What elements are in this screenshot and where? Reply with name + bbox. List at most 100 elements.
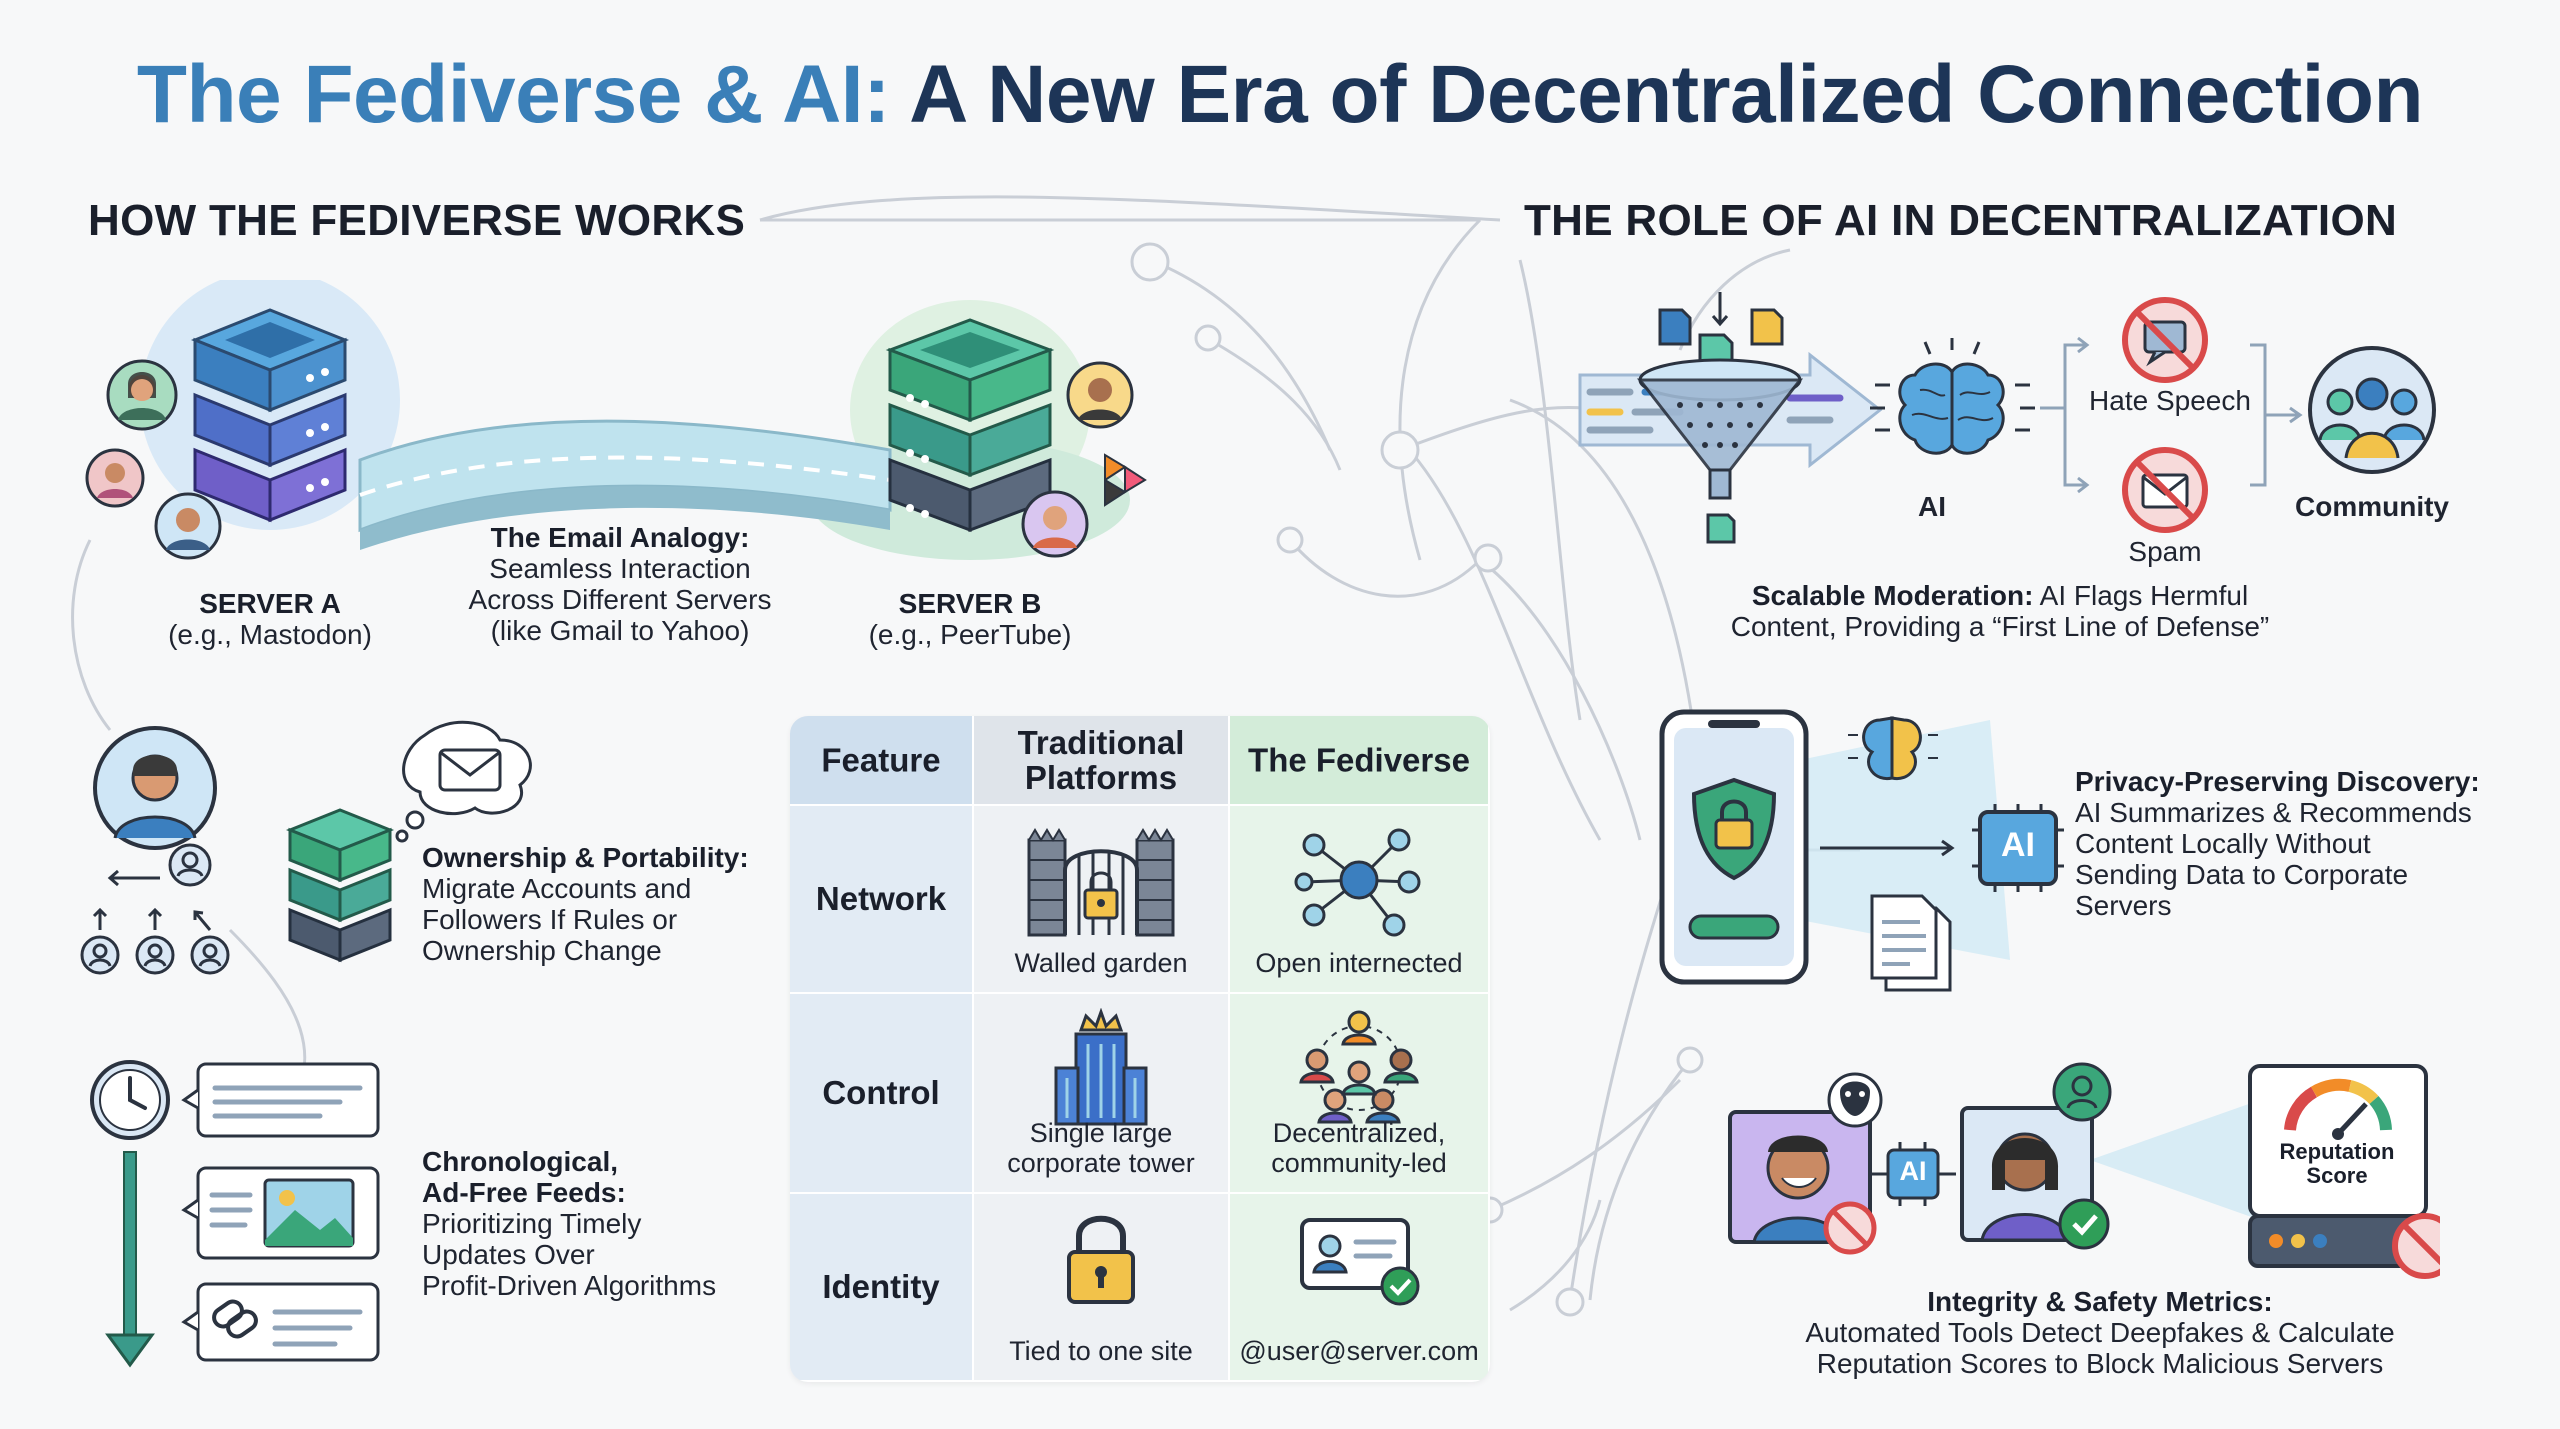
hate-speech-label: Hate Speech (2089, 385, 2251, 416)
filter-funnel-icon (1636, 358, 1804, 544)
federated-id-text: @user@server.com (1239, 1336, 1479, 1366)
avatar-user-a2 (85, 448, 145, 508)
cell-line: corporate tower (1007, 1148, 1195, 1178)
moderation-ai-label: AI (1918, 491, 1946, 522)
verified-profile-icon (1960, 1062, 2112, 1250)
server-a-name: SERVER A (199, 588, 341, 619)
ownership-line: Ownership Change (422, 935, 662, 966)
cell-line: Single large (1029, 1118, 1173, 1148)
privacy-illustration (1659, 709, 2064, 992)
ownership-text: Ownership & Portability: Migrate Account… (422, 842, 802, 966)
cell-line: community-led (1271, 1148, 1447, 1178)
table-cell-walled-garden: Walled garden (974, 806, 1230, 994)
avatar-user-b1 (1066, 361, 1134, 429)
reputation-gauge-icon (2248, 1064, 2440, 1279)
portable-server-icon (285, 808, 395, 963)
integrity-illustration (1728, 1062, 2440, 1279)
gauge-label-line: Score (2306, 1163, 2368, 1188)
row-label: Network (815, 880, 947, 917)
ai-brain-small-icon (1848, 716, 1938, 781)
privacy-line: AI Summarizes & Recommends (2075, 797, 2472, 828)
table-header-traditional: Traditional Platforms (974, 716, 1230, 806)
community-icon (2308, 346, 2436, 474)
table-cell-open-network: Open internected (1230, 806, 1490, 994)
table-row-identity-feature: Identity (790, 1194, 974, 1382)
server-b-icon (885, 318, 1055, 533)
header-line: Traditional (1017, 724, 1185, 761)
server-a-icon (190, 308, 350, 523)
ownership-line: Migrate Accounts and (422, 873, 692, 904)
server-b-example: (e.g., PeerTube) (868, 619, 1072, 650)
server-b-name: SERVER B (898, 588, 1042, 619)
privacy-line: Content Locally Without (2075, 828, 2371, 859)
email-analogy-line: (like Gmail to Yahoo) (490, 615, 750, 646)
timeline-arrow-icon (105, 1151, 155, 1368)
feed-post-link (181, 1282, 380, 1362)
walled-garden-text: Walled garden (1014, 948, 1188, 978)
moderation-line-1: Scalable Moderation: AI Flags Hermful (1640, 580, 2360, 611)
row-label: Control (822, 1074, 940, 1111)
section-heading-fediverse: HOW THE FEDIVERSE WORKS (88, 196, 746, 245)
user-avatar-icon (93, 726, 217, 850)
email-analogy-line: Across Different Servers (468, 584, 772, 615)
header-label: Traditional Platforms (974, 725, 1228, 795)
integrity-line: Automated Tools Detect Deepfakes & Calcu… (1805, 1317, 2395, 1348)
feeds-line: Profit-Driven Algorithms (422, 1270, 717, 1301)
email-analogy-line: Seamless Interaction (489, 553, 751, 584)
table-cell-community-led: Decentralized, community-led (1230, 994, 1490, 1194)
table-cell-tied-to-site: Tied to one site (974, 1194, 1230, 1382)
document-summary-icon (1870, 894, 1952, 992)
moderation-line-2: Content, Providing a “First Line of Defe… (1730, 611, 2270, 642)
cell-line: Decentralized, (1272, 1118, 1446, 1148)
shield-lock-icon (1691, 777, 1777, 881)
envelope-thought-icon (395, 720, 532, 843)
header-label: Feature (821, 741, 941, 779)
spam-blocked-icon (2122, 447, 2208, 533)
table-cell-federated-id: @user@server.com (1230, 1194, 1490, 1382)
comparison-table: Feature Traditional Platforms The Fedive… (790, 716, 1490, 1382)
corporate-tower-text: Single large corporate tower (974, 1118, 1228, 1178)
table-header-fediverse: The Fediverse (1230, 716, 1490, 806)
ownership-line: Followers If Rules or (422, 904, 678, 935)
community-circle-icon (1299, 1010, 1419, 1124)
corporate-tower-icon (1054, 1008, 1148, 1126)
table-row-control-feature: Control (790, 994, 974, 1194)
integrity-chip-label: AI (1899, 1156, 1927, 1186)
chronological-feed-illustration (90, 1060, 380, 1368)
privacy-chip-label: AI (2001, 826, 2035, 864)
moderation-line-1-rest: AI Flags Hermful (2039, 580, 2249, 611)
header-label: The Fediverse (1248, 741, 1470, 779)
server-a-example: (e.g., Mastodon) (168, 619, 372, 650)
table-header-feature: Feature (790, 716, 974, 806)
integrity-title: Integrity & Safety Metrics: (1927, 1286, 2273, 1317)
privacy-line: Sending Data to Corporate (2075, 859, 2409, 890)
privacy-text: Privacy-Preserving Discovery: AI Summari… (2075, 766, 2545, 921)
title-part-1: The Fediverse & AI: (136, 49, 891, 140)
deepfake-profile-icon (1728, 1072, 1883, 1255)
feeds-line: Prioritizing Timely (422, 1208, 642, 1239)
avatar-user-a1 (106, 359, 178, 431)
tied-to-site-text: Tied to one site (1009, 1336, 1193, 1366)
header-line: Platforms (1024, 759, 1178, 796)
page-title: The Fediverse & AI: A New Era of Decentr… (0, 48, 2560, 142)
integrity-line: Reputation Scores to Block Malicious Ser… (1816, 1348, 2384, 1379)
spam-label: Spam (2128, 536, 2202, 567)
moderation-title: Scalable Moderation: (1751, 580, 2034, 611)
clock-icon (90, 1060, 170, 1140)
section-heading-ai: THE ROLE OF AI IN DECENTRALIZATION (1524, 196, 2398, 245)
migration-arrows-icon (92, 869, 212, 931)
avatar-user-b2 (1021, 490, 1089, 558)
privacy-line: Servers (2075, 890, 2172, 921)
link-icon (212, 1299, 258, 1339)
moderation-illustration (1578, 292, 2436, 544)
email-analogy-text: The Email Analogy: Seamless Interaction … (440, 522, 800, 646)
server-b-label: SERVER B (e.g., PeerTube) (820, 588, 1120, 650)
ai-verify-chip-icon (1870, 1142, 1956, 1206)
ownership-illustration (80, 720, 532, 975)
peertube-play-icon (1104, 453, 1147, 507)
feeds-title-line: Chronological, (422, 1146, 618, 1177)
community-label: Community (2295, 491, 2449, 522)
server-a-label: SERVER A (e.g., Mastodon) (120, 588, 420, 650)
row-label: Identity (822, 1268, 940, 1305)
ai-chip-icon (1972, 804, 2064, 892)
